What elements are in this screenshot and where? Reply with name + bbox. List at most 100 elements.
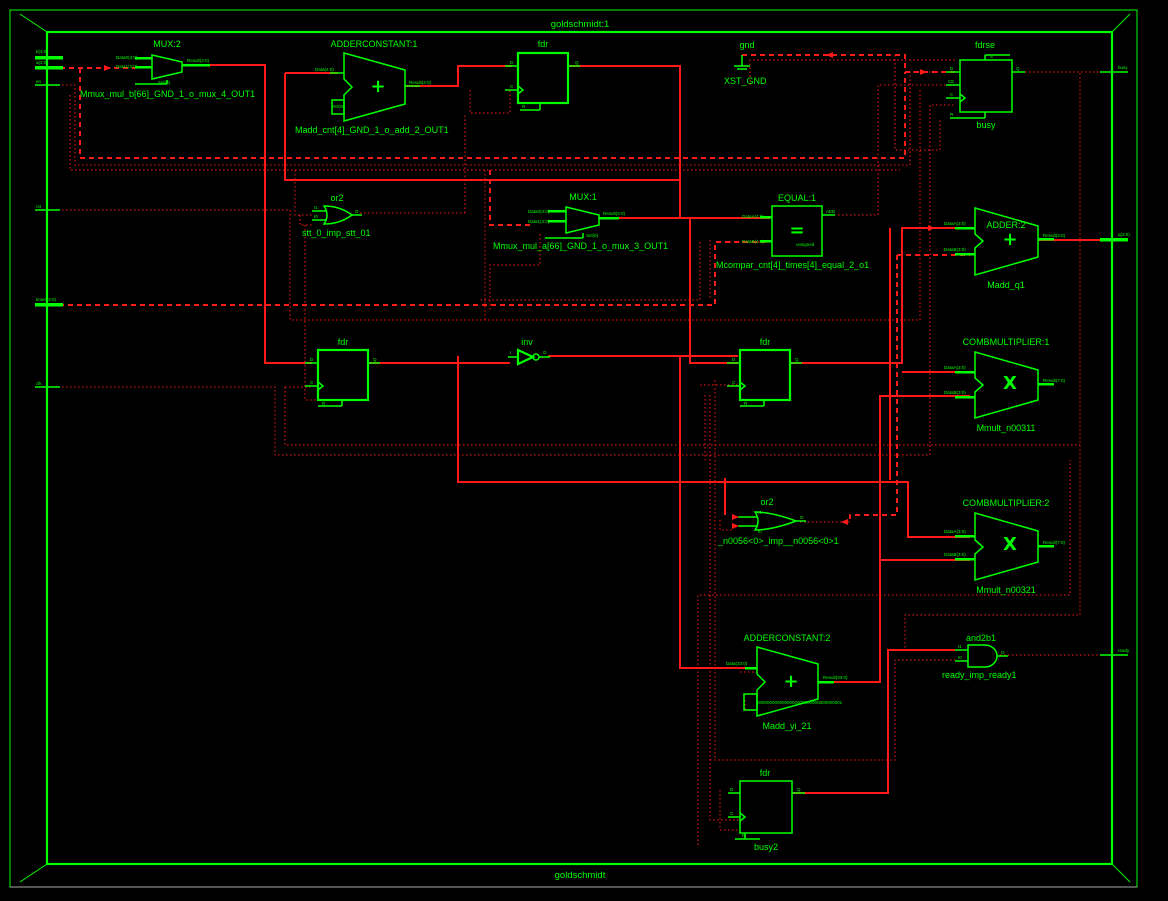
svg-text:Result(3:0): Result(3:0) xyxy=(1043,233,1066,238)
adder2-block[interactable]: ADDER:2 + DataA(3:0) DataB(3:0) Result(3… xyxy=(944,207,1066,290)
svg-text:Result(7:0): Result(7:0) xyxy=(1043,378,1066,383)
fdr-top-block[interactable]: fdr D C R Q xyxy=(505,39,580,111)
equal1-instance: Mcompar_cnt[4]_times[4]_equal_2_o1 xyxy=(716,260,869,270)
or2-b-block[interactable]: or2 I1 I0 O _n0056<0>_imp__n0056<0>1 xyxy=(717,497,839,546)
svg-text:I1: I1 xyxy=(314,205,318,210)
svg-text:+: + xyxy=(783,671,798,692)
svg-text:=: = xyxy=(789,220,804,241)
svg-text:DataA(3:0): DataA(3:0) xyxy=(944,529,966,534)
and2b1-block[interactable]: and2b1 I1 I0 O ready_imp_ready1 xyxy=(942,633,1017,680)
combmultiplier1-instance: Mmult_n00311 xyxy=(977,423,1036,433)
port-clk: clk xyxy=(36,381,42,386)
port-ready: ready xyxy=(1118,648,1130,653)
module-title: goldschmidt:1 xyxy=(551,19,610,30)
svg-text:or2: or2 xyxy=(330,193,343,203)
svg-text:EQUAL:1: EQUAL:1 xyxy=(778,193,816,203)
svg-text:Result(3:0): Result(3:0) xyxy=(187,58,210,63)
corner-line-tr xyxy=(1111,13,1131,33)
svg-text:O: O xyxy=(543,350,547,355)
svg-text:fdr: fdr xyxy=(760,768,771,778)
adderconstant1-instance: Madd_cnt[4]_GND_1_o_add_2_OUT1 xyxy=(295,125,449,135)
svg-text:C: C xyxy=(950,92,954,97)
mux2-block[interactable]: MUX:2 Data0(3:0) Data1(3:0) Sel(0) Resul… xyxy=(80,39,255,99)
svg-text:Q: Q xyxy=(1016,66,1020,71)
svg-text:Data1(3:0): Data1(3:0) xyxy=(116,64,138,69)
svg-text:COMBMULTIPLIER:1: COMBMULTIPLIER:1 xyxy=(963,337,1050,347)
pin-arrows xyxy=(104,52,935,529)
svg-text:COMBMULTIPLIER:2: COMBMULTIPLIER:2 xyxy=(963,498,1050,508)
combmultiplier1-block[interactable]: COMBMULTIPLIER:1 X DataA(3:0) DataB(3:0)… xyxy=(944,337,1066,433)
svg-text:or2: or2 xyxy=(760,497,773,507)
module-name: goldschmidt xyxy=(555,870,606,881)
inv-block[interactable]: inv I O xyxy=(508,337,550,366)
svg-text:R: R xyxy=(950,112,954,117)
adderconstant2-block[interactable]: ADDERCONSTANT:2 + Data(33:0) Result(33:0… xyxy=(726,633,848,731)
combmultiplier2-block[interactable]: COMBMULTIPLIER:2 X DataA(3:0) DataB(3:0)… xyxy=(944,498,1066,595)
svg-text:I1: I1 xyxy=(958,644,962,649)
svg-text:Q: Q xyxy=(575,60,579,65)
svg-text:I0: I0 xyxy=(314,214,318,219)
svg-text:DataB(4:0): DataB(4:0) xyxy=(742,239,764,244)
svg-text:I0: I0 xyxy=(958,655,962,660)
svg-text:Q: Q xyxy=(373,357,377,362)
svg-text:inv: inv xyxy=(521,337,533,347)
svg-text:D: D xyxy=(950,66,954,71)
svg-text:DataA(3:0): DataA(3:0) xyxy=(944,365,966,370)
svg-text:DataB(3:0): DataB(3:0) xyxy=(944,390,966,395)
mux1-instance: Mmux_mul_a[66]_GND_1_o_mux_3_OUT1 xyxy=(493,241,668,251)
svg-text:Result(7:0): Result(7:0) xyxy=(1043,540,1066,545)
svg-text:C: C xyxy=(310,380,314,385)
svg-text:CE: CE xyxy=(948,79,954,84)
gnd-block[interactable]: gnd XST_GND xyxy=(724,40,767,86)
svg-text:Sel(0): Sel(0) xyxy=(586,233,599,238)
adderconstant1-block[interactable]: ADDERCONSTANT:1 + Data(4:0) Result(4:0) … xyxy=(295,39,449,135)
or2-a-block[interactable]: or2 I1 I0 O stt_0_imp_stt_01 xyxy=(302,193,371,238)
fdr-mid2-block[interactable]: fdr D C R Q xyxy=(727,337,802,407)
port-busy: busy xyxy=(1118,65,1128,70)
svg-text:MUX:2: MUX:2 xyxy=(153,39,181,49)
svg-text:DataB(3:0): DataB(3:0) xyxy=(944,552,966,557)
svg-text:Data(33:0): Data(33:0) xyxy=(726,661,748,666)
svg-text:R: R xyxy=(322,401,326,406)
output-ports: busy q(3:0) ready xyxy=(1100,65,1130,656)
port-b: b(3:0) xyxy=(36,49,48,54)
equal1-block[interactable]: EQUAL:1 = DataA(4:0) DataB(4:0) AEB unsi… xyxy=(716,193,869,270)
port-times: times(3:0) xyxy=(36,297,57,302)
svg-text:ADDER:2: ADDER:2 xyxy=(986,220,1025,230)
fdrse-block[interactable]: fdrse D CE C R S Q busy xyxy=(946,40,1025,130)
or2-b-instance: _n0056<0>_imp__n0056<0>1 xyxy=(717,536,839,546)
svg-text:00001: 00001 xyxy=(333,104,346,109)
svg-text:DataA(4:0): DataA(4:0) xyxy=(742,214,764,219)
svg-text:Data(4:0): Data(4:0) xyxy=(315,67,334,72)
fdr-busy2-block[interactable]: fdr D C R Q busy2 xyxy=(728,768,805,852)
svg-text:C: C xyxy=(732,380,736,385)
gnd-instance: XST_GND xyxy=(724,76,767,86)
svg-text:X: X xyxy=(1003,534,1017,555)
input-ports: b(3:0) a(3:0) en rst times(3:0) clk xyxy=(35,49,63,388)
svg-text:Sel(0): Sel(0) xyxy=(158,80,171,85)
svg-text:I1: I1 xyxy=(758,510,762,515)
svg-text:D: D xyxy=(310,357,314,362)
svg-text:AEB: AEB xyxy=(826,209,835,214)
svg-text:fdr: fdr xyxy=(760,337,771,347)
svg-text:O: O xyxy=(355,209,359,214)
adderconstant2-instance: Madd_yi_21 xyxy=(762,721,811,731)
svg-text:ADDERCONSTANT:2: ADDERCONSTANT:2 xyxy=(744,633,831,643)
module-boundary xyxy=(45,30,1114,866)
fdr-mid1-block[interactable]: fdr D C R Q xyxy=(305,337,380,407)
mux1-block[interactable]: MUX:1 Data0(3:0) Data1(3:0) Sel(0) Resul… xyxy=(493,192,668,251)
svg-text:Q: Q xyxy=(795,357,799,362)
nets xyxy=(50,54,1110,845)
svg-text:Result(4:0): Result(4:0) xyxy=(409,80,432,85)
svg-text:Result(33:0): Result(33:0) xyxy=(823,675,848,680)
port-q: q(3:0) xyxy=(1118,232,1130,237)
svg-text:DataA(3:0): DataA(3:0) xyxy=(944,221,966,226)
svg-text:D: D xyxy=(510,60,514,65)
corner-line-br xyxy=(1111,863,1131,883)
svg-text:R: R xyxy=(522,104,526,109)
svg-text:O: O xyxy=(800,515,804,520)
outer-frame xyxy=(9,9,1138,888)
or2-a-instance: stt_0_imp_stt_01 xyxy=(302,228,371,238)
svg-text:C: C xyxy=(510,84,514,89)
